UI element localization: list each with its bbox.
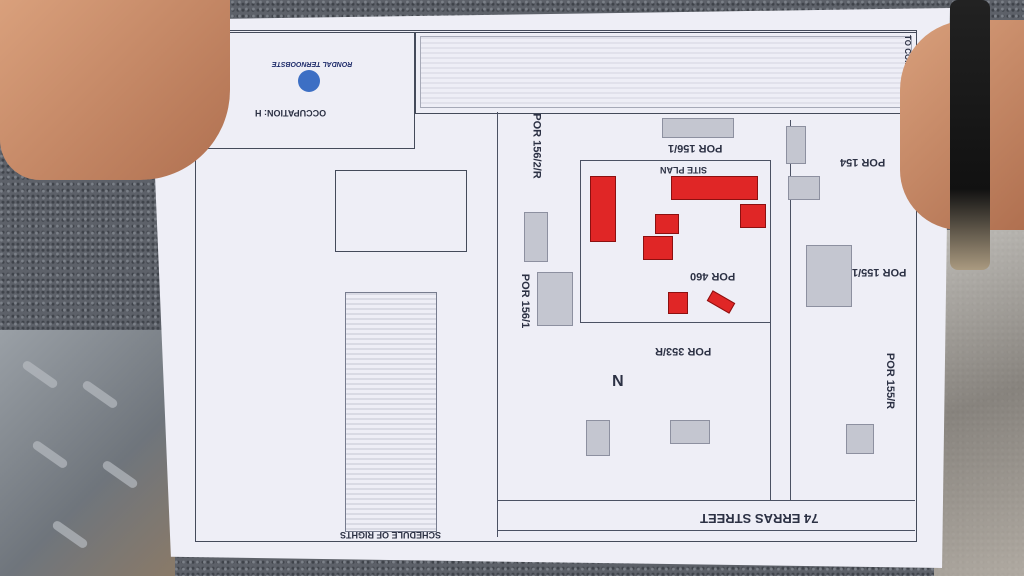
- neighbour-building: [846, 424, 874, 454]
- plan-divider: [497, 112, 498, 537]
- building: [655, 214, 679, 234]
- building: [590, 176, 616, 242]
- drawing-title: SITE PLAN: [660, 165, 708, 175]
- neighbour-building: [586, 420, 610, 456]
- notes-text: [420, 36, 912, 108]
- neighbour-building: [806, 245, 852, 307]
- street-edge-2: [497, 530, 915, 531]
- portion-label: POR 156/2/R: [530, 113, 543, 179]
- left-hand: [0, 0, 230, 180]
- building: [643, 236, 673, 260]
- north-arrow: N: [612, 371, 624, 388]
- diamond-plate-steel: [0, 330, 175, 576]
- portion-label: POR 353/R: [655, 345, 712, 357]
- area-schedule-table: [335, 170, 467, 252]
- portion-label: POR 156/1: [668, 142, 723, 154]
- company-logo-text: RONDAL TERNOOBSTE: [272, 60, 353, 67]
- car-key: [950, 0, 990, 270]
- portion-label: POR 156/1: [519, 273, 532, 329]
- occupation-label: OCCUPATION: H: [255, 108, 327, 118]
- schedule-table: [345, 292, 437, 532]
- boundary-north: [580, 160, 770, 161]
- neighbour-building: [786, 126, 806, 164]
- portion-label: POR 154: [840, 156, 886, 168]
- building: [671, 176, 758, 200]
- neighbour-building: [662, 118, 734, 138]
- neighbour-building: [788, 176, 820, 200]
- drawing-border: [195, 30, 917, 542]
- neighbour-building: [524, 212, 548, 262]
- building: [668, 292, 688, 314]
- portion-label: POR 155/R: [884, 352, 897, 410]
- street-edge: [497, 500, 915, 501]
- road-edge: [790, 120, 791, 500]
- boundary-west: [580, 160, 581, 323]
- neighbour-building: [537, 272, 573, 326]
- boundary-east: [770, 160, 771, 500]
- schedule-heading: SCHEDULE OF RIGHTS: [340, 530, 442, 540]
- company-logo-mark: [298, 70, 320, 92]
- portion-label: POR 155/1: [852, 266, 907, 278]
- boundary-south: [580, 322, 770, 323]
- plastic-bag: [934, 230, 1024, 576]
- portion-label: POR 460: [690, 270, 736, 282]
- neighbour-building: [670, 420, 710, 444]
- street-name: 74 ERRAS STREET: [700, 511, 819, 526]
- building: [740, 204, 766, 228]
